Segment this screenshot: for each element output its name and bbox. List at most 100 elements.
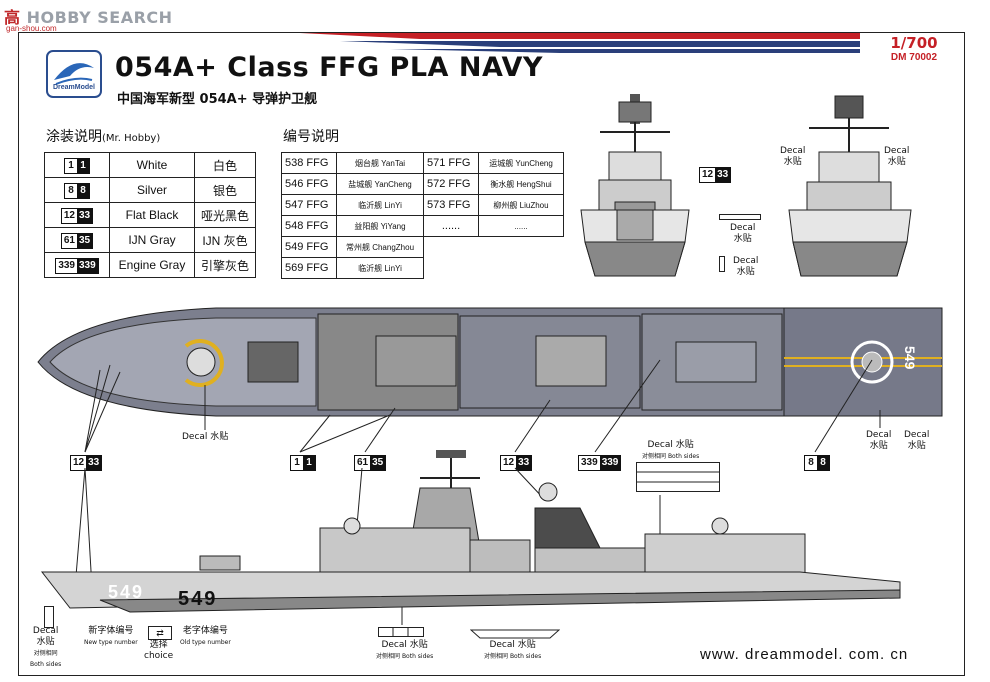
new-type-label: 新字体编号 New type number bbox=[84, 626, 138, 648]
ship-name: ...... bbox=[478, 215, 564, 237]
decal-cn: 水贴 bbox=[887, 157, 906, 167]
logo-text: DreamModel bbox=[52, 84, 95, 91]
hull-num: 547 FFG bbox=[281, 194, 337, 216]
chip-black-part: 8 bbox=[77, 183, 89, 198]
paint-heading-text: 涂装说明 bbox=[46, 129, 102, 145]
chip-white-part: 12 bbox=[700, 168, 716, 182]
page-frame bbox=[18, 32, 965, 676]
paint-name-cn: 引擎灰色 bbox=[194, 252, 256, 278]
chip-white-part: 8 bbox=[805, 456, 817, 470]
both-sides-en: Both sides bbox=[509, 653, 542, 660]
paint-name: White bbox=[109, 152, 195, 178]
paint-name: Silver bbox=[109, 177, 195, 203]
scale-text: 1/700 bbox=[890, 34, 938, 52]
watermark: 高 HOBBY SEARCH bbox=[4, 8, 173, 27]
product-code: DM 70002 bbox=[890, 52, 938, 63]
chip-black-part: 33 bbox=[516, 456, 532, 470]
ship-name: 临沂舰 LinYi bbox=[336, 257, 424, 279]
paint-name: IJN Gray bbox=[109, 227, 195, 253]
decal-bar-icon bbox=[719, 256, 725, 272]
both-sides-cn: 对侧相同 bbox=[33, 650, 58, 657]
decal-cn: 水贴 bbox=[869, 441, 888, 451]
paint-heading-note: (Mr. Hobby) bbox=[102, 133, 161, 144]
decal-bar-bottom-icon bbox=[44, 606, 54, 628]
chip-white-part: 1 bbox=[65, 158, 77, 173]
both-sides-en: Both sides bbox=[401, 653, 434, 660]
paint-name-cn: 白色 bbox=[194, 152, 256, 178]
hull-num: 546 FFG bbox=[281, 173, 337, 195]
chip-white-part: 61 bbox=[355, 456, 371, 470]
chip-black-part: 8 bbox=[817, 456, 829, 470]
page-title: 054A+ Class FFG PLA NAVY bbox=[115, 52, 543, 83]
chip-white-part: 12 bbox=[61, 208, 77, 223]
chip-white-part: 61 bbox=[61, 233, 77, 248]
decal-en: Decal bbox=[780, 146, 806, 156]
helideck-number: 549 bbox=[902, 346, 918, 370]
chip-black-part: 1 bbox=[303, 456, 315, 470]
waterline-decal-icon bbox=[470, 629, 560, 639]
chip-white-part: 12 bbox=[71, 456, 87, 470]
chip-white-part: 1 bbox=[291, 456, 303, 470]
decal-text: Decal 水贴 bbox=[489, 640, 536, 650]
hull-num: 569 FFG bbox=[281, 257, 337, 279]
paint-heading: 涂装说明(Mr. Hobby) bbox=[46, 126, 160, 146]
choice-cn: 选择 bbox=[149, 640, 168, 650]
chip-white-part: 12 bbox=[501, 456, 517, 470]
decal-en: Decal bbox=[730, 223, 756, 233]
decal-cn: 水贴 bbox=[907, 441, 926, 451]
chip-black-part: 339 bbox=[77, 258, 98, 273]
decal-strip-icon bbox=[719, 214, 761, 220]
website-url[interactable]: www. dreammodel. com. cn bbox=[700, 646, 909, 663]
both-sides-en: Both sides bbox=[30, 661, 62, 668]
decal-cn: 水贴 bbox=[736, 267, 755, 277]
decal-grid-icon bbox=[636, 462, 720, 492]
old-type-en: Old type number bbox=[180, 639, 231, 646]
decal-text: Decal 水贴 bbox=[647, 440, 694, 450]
decal-strip-bottom-icon bbox=[378, 627, 424, 637]
chip-black-part: 33 bbox=[77, 208, 93, 223]
paint-name-cn: IJN 灰色 bbox=[194, 227, 256, 253]
dreammodel-logo: DreamModel bbox=[46, 50, 102, 98]
chip-white-part: 8 bbox=[65, 183, 77, 198]
paint-name: Engine Gray bbox=[109, 252, 195, 278]
bottom-decal-label-3: Decal 水贴 对侧相同 Both sides bbox=[484, 640, 541, 662]
chip-black-part: 339 bbox=[599, 456, 621, 470]
decal-en: Decal bbox=[866, 430, 892, 440]
decal-cn: 水贴 bbox=[733, 234, 752, 244]
paint-name-cn: 银色 bbox=[194, 177, 256, 203]
both-sides-cn: 对侧相同 bbox=[484, 653, 509, 660]
both-sides-cn: 对侧相同 bbox=[642, 453, 667, 460]
scale-badge: 1/700 DM 70002 bbox=[878, 34, 950, 74]
chip-white-part: 339 bbox=[579, 456, 600, 470]
side-view-drawing bbox=[40, 450, 901, 613]
chip-black-part: 35 bbox=[370, 456, 386, 470]
